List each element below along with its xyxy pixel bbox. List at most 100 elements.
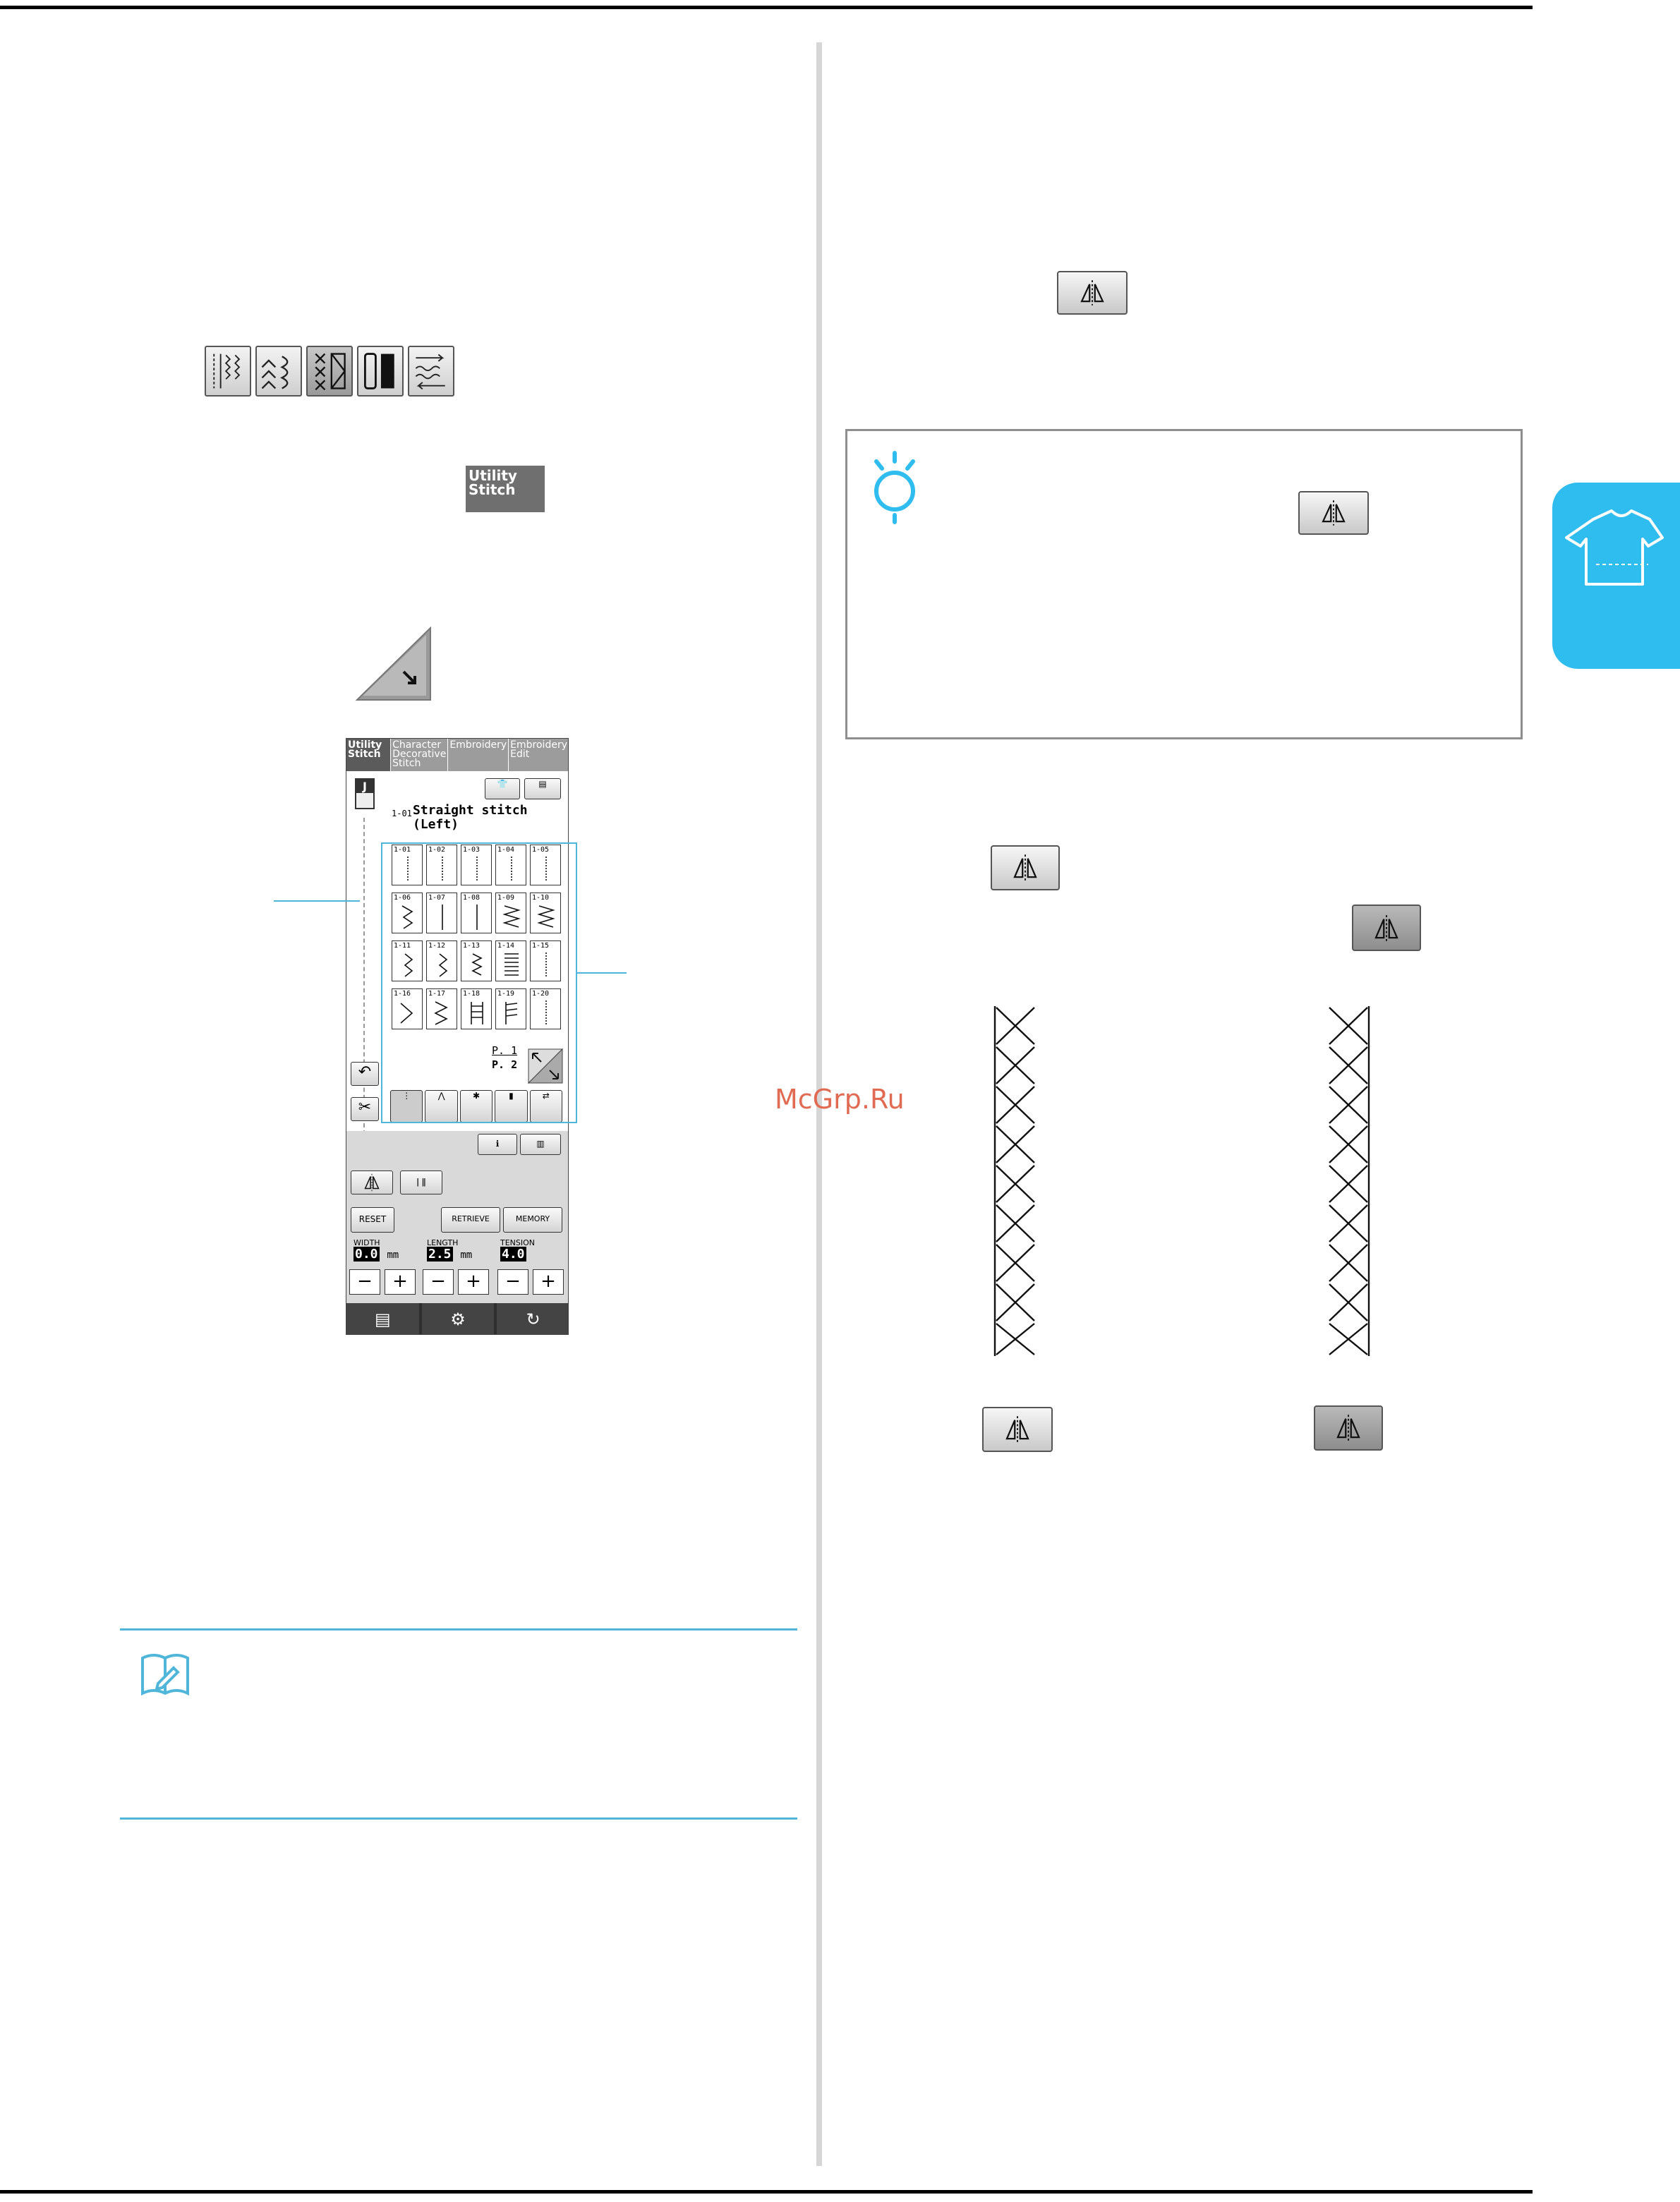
normal-stitch-sample bbox=[993, 1006, 1035, 1356]
needle-mode-button[interactable]: ǀ ǁ bbox=[400, 1170, 442, 1194]
stitch-cell-1-19[interactable]: 1-19 bbox=[495, 988, 526, 1029]
mirrored-stitch-sample bbox=[1329, 1006, 1370, 1356]
stitch-cell-1-12[interactable]: 1-12 bbox=[426, 940, 457, 981]
mirror-image-key-note[interactable] bbox=[1298, 491, 1369, 535]
stitch-pattern-icon bbox=[545, 857, 547, 882]
stitch-pattern-icon bbox=[505, 1002, 518, 1024]
stitch-cell-code: 1-09 bbox=[497, 894, 515, 902]
callout-right-line bbox=[577, 972, 627, 974]
stitch-cell-1-07[interactable]: 1-07 bbox=[426, 893, 457, 933]
stitch-cell-1-18[interactable]: 1-18 bbox=[461, 988, 492, 1029]
width-plus-button[interactable]: + bbox=[385, 1269, 416, 1295]
satin-stitch-category-icon[interactable] bbox=[306, 346, 353, 397]
stitch-cell-1-20[interactable]: 1-20 bbox=[530, 988, 561, 1029]
stitch-pattern-icon bbox=[404, 953, 413, 977]
mirror-image-icon bbox=[1322, 500, 1346, 526]
stitch-cell-1-02[interactable]: 1-02 bbox=[426, 845, 457, 885]
length-minus-button[interactable]: − bbox=[423, 1269, 454, 1295]
mirror-image-key-mirrored-caption[interactable] bbox=[1314, 1405, 1383, 1451]
help-button[interactable]: ↻ bbox=[497, 1303, 568, 1334]
utility-stitch-key[interactable]: Utility Stitch bbox=[466, 466, 545, 512]
stitch-cell-1-04[interactable]: 1-04 bbox=[495, 845, 526, 885]
stitch-cell-code: 1-11 bbox=[394, 942, 411, 950]
screen-straight-category-icon[interactable]: ⋮ bbox=[390, 1090, 423, 1123]
utility-stitch-key-label: Utility Stitch bbox=[469, 467, 517, 498]
length-value-display: 2.5 mm bbox=[427, 1247, 472, 1262]
stitch-cell-1-17[interactable]: 1-17 bbox=[426, 988, 457, 1029]
stitch-cell-code: 1-02 bbox=[428, 846, 446, 854]
stitch-cell-code: 1-01 bbox=[394, 846, 411, 854]
tab-character-decorative-stitch[interactable]: Character Decorative Stitch bbox=[391, 739, 449, 771]
next-page-key[interactable] bbox=[353, 625, 435, 704]
stitch-cell-code: 1-20 bbox=[532, 990, 550, 998]
pattern-list-button[interactable]: ▤ bbox=[346, 1303, 419, 1334]
stitch-cell-1-09[interactable]: 1-09 bbox=[495, 893, 526, 933]
sideways-stitch-category-icon[interactable] bbox=[408, 346, 454, 397]
screen-display-button[interactable]: ▤ bbox=[524, 778, 561, 799]
stitch-cell-code: 1-04 bbox=[497, 846, 515, 854]
length-unit: mm bbox=[460, 1250, 473, 1261]
mirror-image-key-normal-caption[interactable] bbox=[982, 1407, 1053, 1452]
manual-button[interactable]: ▥ bbox=[520, 1134, 561, 1155]
reverse-stitch-button[interactable]: ↶ bbox=[351, 1062, 379, 1086]
stitch-cell-1-13[interactable]: 1-13 bbox=[461, 940, 492, 981]
next-page-icon bbox=[355, 626, 431, 701]
left-strip: J bbox=[349, 775, 385, 1255]
width-minus-button[interactable]: − bbox=[349, 1269, 380, 1295]
stitch-cell-1-06[interactable]: 1-06 bbox=[392, 893, 423, 933]
tab-utility-stitch[interactable]: Utility Stitch bbox=[346, 739, 392, 771]
mirror-image-key-on[interactable] bbox=[1352, 905, 1421, 951]
tension-plus-button[interactable]: + bbox=[533, 1269, 564, 1295]
stitch-cell-1-16[interactable]: 1-16 bbox=[392, 988, 423, 1029]
stitch-pattern-icon bbox=[504, 953, 519, 976]
buttonhole-category-icon[interactable] bbox=[357, 346, 404, 397]
screen-buttonhole-category-icon[interactable]: ▮ bbox=[495, 1090, 528, 1123]
length-plus-button[interactable]: + bbox=[458, 1269, 489, 1295]
stitch-cell-1-01[interactable]: 1-01 bbox=[392, 845, 423, 885]
mirror-image-key-off[interactable] bbox=[991, 845, 1060, 890]
needle-guide-line bbox=[363, 818, 365, 1227]
page-total: P. 2 bbox=[492, 1058, 518, 1071]
mirror-image-key-step[interactable] bbox=[1057, 271, 1128, 315]
stitch-cell-code: 1-06 bbox=[394, 894, 411, 902]
page-scroll-key[interactable] bbox=[527, 1048, 564, 1084]
tension-minus-button[interactable]: − bbox=[497, 1269, 528, 1295]
stitch-pattern-icon bbox=[471, 1002, 483, 1024]
stitch-cell-1-05[interactable]: 1-05 bbox=[530, 845, 561, 885]
width-unit: mm bbox=[387, 1250, 399, 1261]
stitch-cell-1-10[interactable]: 1-10 bbox=[530, 893, 561, 933]
stitch-pattern-icon bbox=[537, 905, 555, 928]
stitch-cell-1-15[interactable]: 1-15 bbox=[530, 940, 561, 981]
tab-embroidery-edit[interactable]: Embroidery Edit bbox=[509, 739, 568, 771]
width-caption: WIDTH bbox=[353, 1238, 380, 1247]
chapter-side-tab bbox=[1552, 483, 1680, 669]
screen-mirror-button[interactable] bbox=[351, 1170, 393, 1194]
stitch-pattern-icon bbox=[442, 905, 443, 930]
screen-decorative-category-icon[interactable]: ⋀ bbox=[425, 1090, 458, 1123]
memory-button[interactable]: MEMORY bbox=[503, 1207, 562, 1233]
length-caption: LENGTH bbox=[427, 1238, 459, 1247]
decorative-stitch-category-icon[interactable] bbox=[255, 346, 302, 397]
stitch-cell-code: 1-14 bbox=[497, 942, 515, 950]
presser-foot-label: J bbox=[356, 780, 373, 793]
stitch-cell-1-14[interactable]: 1-14 bbox=[495, 940, 526, 981]
stitch-cell-1-11[interactable]: 1-11 bbox=[392, 940, 423, 981]
page-current: P. 1 bbox=[492, 1044, 518, 1057]
info-button[interactable]: ℹ bbox=[478, 1134, 517, 1155]
stitch-pattern-icon bbox=[400, 1003, 413, 1024]
retrieve-button[interactable]: RETRIEVE bbox=[441, 1207, 500, 1233]
reset-button[interactable]: RESET bbox=[351, 1207, 394, 1233]
shirt-icon bbox=[1565, 509, 1664, 586]
presser-foot-indicator: J bbox=[355, 778, 375, 809]
thread-cutter-button[interactable]: ✂ bbox=[351, 1097, 379, 1121]
top-rule bbox=[0, 6, 1533, 9]
machine-settings-button[interactable]: ⚙ bbox=[421, 1303, 495, 1334]
straight-stitch-category-icon[interactable] bbox=[205, 346, 251, 397]
stitch-cell-code: 1-03 bbox=[463, 846, 481, 854]
stitch-cell-1-03[interactable]: 1-03 bbox=[461, 845, 492, 885]
tab-embroidery[interactable]: Embroidery bbox=[448, 739, 509, 771]
stitch-cell-1-08[interactable]: 1-08 bbox=[461, 893, 492, 933]
shirt-mode-button[interactable]: 👕 bbox=[485, 778, 520, 799]
stitch-cell-code: 1-10 bbox=[532, 894, 550, 902]
screen-satin-category-icon[interactable]: ✱ bbox=[459, 1090, 493, 1123]
